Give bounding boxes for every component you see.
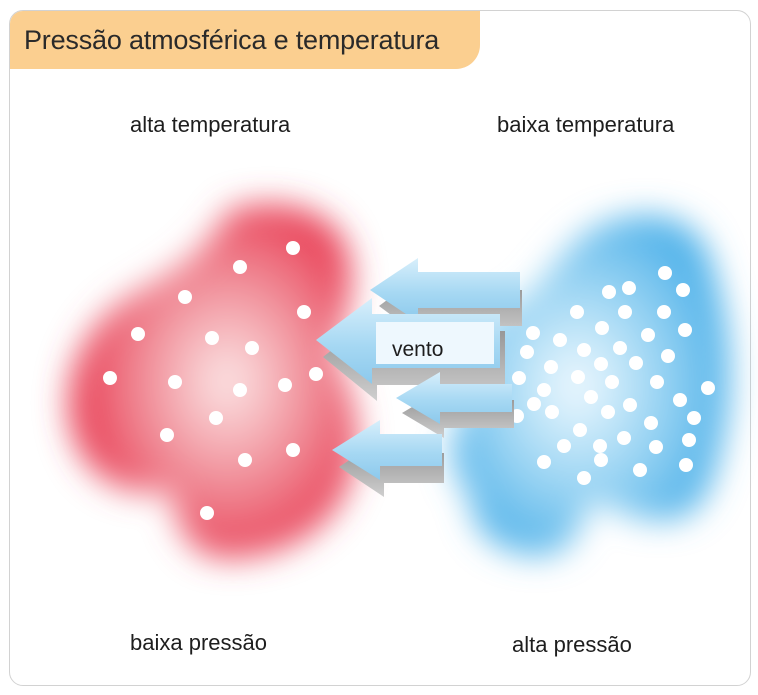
air-particle (205, 331, 219, 345)
air-particle (520, 345, 534, 359)
air-particle (622, 281, 636, 295)
label-high-pressure: alta pressão (512, 632, 632, 657)
air-particle (617, 431, 631, 445)
wind-arrows (316, 258, 522, 497)
air-particle (233, 383, 247, 397)
page-title: Pressão atmosférica e temperatura (24, 24, 440, 55)
air-particle (601, 405, 615, 419)
wind-arrow (332, 420, 444, 497)
air-particle (103, 371, 117, 385)
air-particle (701, 381, 715, 395)
air-particle (233, 260, 247, 274)
wind-arrow (396, 372, 514, 438)
air-particle (577, 471, 591, 485)
air-particle (245, 341, 259, 355)
air-particle (602, 285, 616, 299)
air-particle (673, 393, 687, 407)
air-particle (623, 398, 637, 412)
label-high-temperature: alta temperatura (130, 112, 291, 137)
air-particle (661, 349, 675, 363)
air-particle (527, 397, 541, 411)
air-particle (286, 241, 300, 255)
air-particle (644, 416, 658, 430)
air-particle (641, 328, 655, 342)
air-particle (131, 327, 145, 341)
air-particle (629, 356, 643, 370)
air-particle (658, 266, 672, 280)
air-particle (309, 367, 323, 381)
air-particle (168, 375, 182, 389)
air-particle (594, 453, 608, 467)
air-particle (200, 506, 214, 520)
air-particle (526, 326, 540, 340)
air-particle (595, 321, 609, 335)
air-particle (649, 440, 663, 454)
warm-air-mass (68, 204, 358, 559)
air-particle (238, 453, 252, 467)
air-particle (618, 305, 632, 319)
warm-air-particles (103, 241, 323, 520)
air-particle (557, 439, 571, 453)
label-low-temperature: baixa temperatura (497, 112, 675, 137)
air-particle (553, 333, 567, 347)
air-particle (537, 455, 551, 469)
air-particle (605, 375, 619, 389)
air-particle (657, 305, 671, 319)
air-particle (678, 323, 692, 337)
air-particle (278, 378, 292, 392)
air-particle (571, 370, 585, 384)
air-particle (577, 343, 591, 357)
label-low-pressure: baixa pressão (130, 630, 267, 655)
air-particle (178, 290, 192, 304)
air-particle (679, 458, 693, 472)
air-particle (584, 390, 598, 404)
air-particle (682, 433, 696, 447)
air-particle (160, 428, 174, 442)
air-particle (570, 305, 584, 319)
title-banner: Pressão atmosférica e temperatura (10, 11, 480, 69)
air-particle (573, 423, 587, 437)
air-particle (544, 360, 558, 374)
air-particle (650, 375, 664, 389)
air-particle (676, 283, 690, 297)
air-particle (545, 405, 559, 419)
air-particle (297, 305, 311, 319)
air-particle (633, 463, 647, 477)
label-wind: vento (392, 338, 444, 361)
air-particle (512, 371, 526, 385)
wind-arrow (316, 298, 505, 401)
air-particle (687, 411, 701, 425)
air-particle (593, 439, 607, 453)
air-particle (613, 341, 627, 355)
air-particle (537, 383, 551, 397)
air-particle (286, 443, 300, 457)
air-particle (209, 411, 223, 425)
air-particle (594, 357, 608, 371)
